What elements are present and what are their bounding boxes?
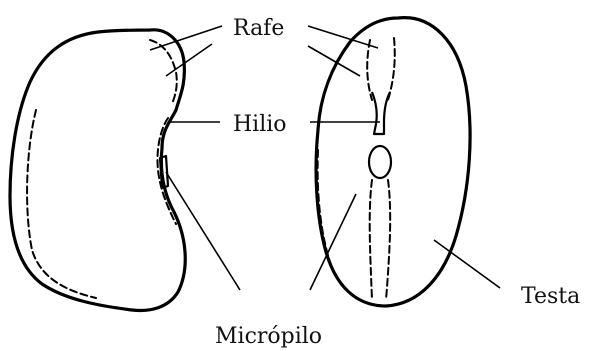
right-seed-center-line-left (370, 180, 372, 300)
left-seed-side-view (10, 30, 185, 311)
right-seed-raphe-line-left (367, 40, 372, 100)
rafe-leader-right-upper (308, 26, 378, 48)
right-seed-front-view (316, 18, 470, 306)
label-micropilo: Micrópilo (215, 324, 322, 349)
label-rafe: Rafe (233, 16, 284, 41)
rafe-leader-left-lower (166, 44, 212, 76)
right-seed-hilum (372, 92, 390, 134)
label-testa: Testa (521, 284, 580, 309)
right-seed-raphe-line-right (388, 38, 395, 100)
right-seed-micropyle (369, 146, 391, 178)
left-seed-outline (10, 30, 185, 311)
label-hilio: Hilio (233, 112, 287, 137)
left-seed-inner-contour (27, 110, 96, 298)
right-seed-center-line-right (386, 180, 390, 300)
right-seed-outline (316, 18, 470, 306)
micropilo-leader-left (166, 172, 240, 290)
